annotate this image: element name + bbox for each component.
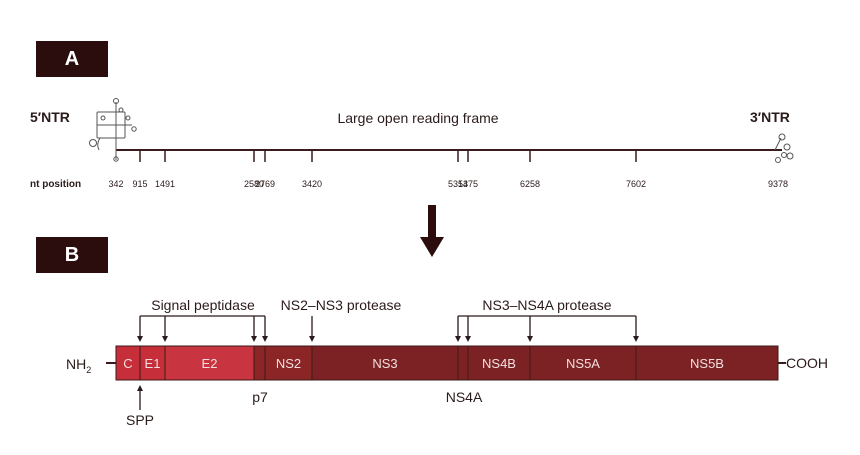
- signal-peptidase-arrow-head: [137, 336, 143, 342]
- nt-position-label: nt position: [30, 179, 81, 190]
- segment-ns2: [264, 345, 313, 381]
- segment-label-ns3: NS3: [372, 356, 397, 371]
- orf-label: Large open reading frame: [337, 110, 498, 126]
- segment-label-c: C: [123, 356, 132, 371]
- ns3-ns4a-arrow-head: [455, 336, 461, 342]
- position-label: 1491: [155, 179, 175, 189]
- segment-label-ns4b: NS4B: [482, 356, 516, 371]
- c-terminus: COOH: [786, 355, 828, 371]
- panel-label-a: A: [36, 41, 108, 77]
- position-label: 5475: [458, 179, 478, 189]
- position-label: 2769: [255, 179, 275, 189]
- down-arrow-icon: [420, 205, 444, 257]
- ns2-ns3-arrow-head: [309, 336, 315, 342]
- ns3-ns4a-arrow-head: [527, 336, 533, 342]
- segment-ns5b: [635, 345, 779, 381]
- signal-peptidase-arrow-head: [262, 336, 268, 342]
- segment-e2: [164, 345, 255, 381]
- label-3ntr: 3′NTR: [750, 109, 790, 125]
- panel-label-b: B: [36, 237, 108, 273]
- segment-e1: [139, 345, 166, 381]
- signal-peptidase-arrow-head: [162, 336, 168, 342]
- signal-peptidase-arrow-head: [251, 336, 257, 342]
- segment-ns3: [311, 345, 459, 381]
- ns2-ns3-protease-label: NS2–NS3 protease: [281, 297, 402, 313]
- segment-ns4a: [457, 345, 469, 381]
- 5ntr-structure-icon: [89, 98, 137, 162]
- spp-arrow-head: [137, 385, 143, 391]
- n-terminus: NH2: [66, 356, 91, 375]
- ns3-ns4a-arrow-head: [633, 336, 639, 342]
- segment-ns4b: [467, 345, 531, 381]
- label-5ntr: 5′NTR: [30, 109, 70, 125]
- segment-p7: [253, 345, 266, 381]
- position-label: 3420: [302, 179, 322, 189]
- segment-label-ns5a: NS5A: [566, 356, 600, 371]
- ns4a-label: NS4A: [446, 389, 483, 405]
- segment-label-ns5b: NS5B: [690, 356, 724, 371]
- segment-label-e1: E1: [145, 356, 161, 371]
- position-label: 2580: [244, 179, 264, 189]
- segment-c: [115, 345, 141, 381]
- ns3-ns4a-protease-label: NS3–NS4A protease: [482, 297, 611, 313]
- position-label: 9378: [768, 179, 788, 189]
- p7-label: p7: [252, 389, 268, 405]
- 3ntr-structure-icon: [774, 133, 794, 163]
- position-label: 7602: [626, 179, 646, 189]
- position-label: 5313: [448, 179, 468, 189]
- ns3-ns4a-arrow-head: [465, 336, 471, 342]
- spp-label: SPP: [126, 412, 154, 428]
- position-label: 6258: [520, 179, 540, 189]
- segment-label-ns2: NS2: [276, 356, 301, 371]
- signal-peptidase-label: Signal peptidase: [151, 297, 255, 313]
- position-label: 915: [132, 179, 147, 189]
- position-label: 342: [108, 179, 123, 189]
- segment-label-e2: E2: [202, 356, 218, 371]
